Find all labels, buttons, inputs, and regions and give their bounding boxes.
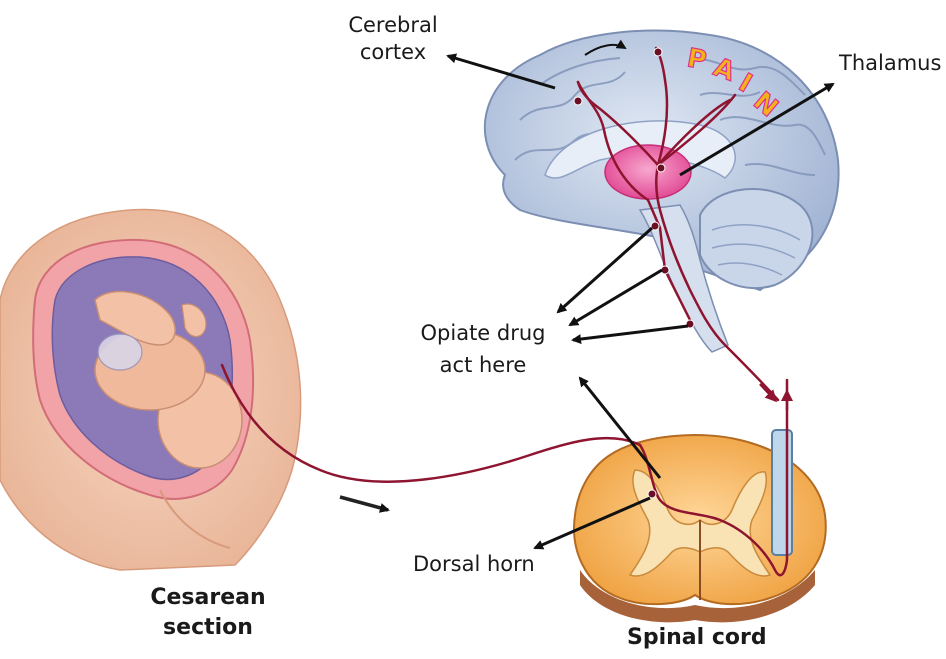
brain-illustration <box>485 31 839 352</box>
label-cerebral-cortex: Cerebral cortex <box>338 12 448 66</box>
label-opiate-line1: Opiate drug <box>408 320 558 347</box>
label-cesarean-section: Cesarean section <box>148 583 268 643</box>
label-cesarean-line2: section <box>148 613 268 643</box>
arrow-opiate-3 <box>573 326 688 340</box>
label-cesarean-line1: Cesarean <box>148 583 268 613</box>
label-thalamus: Thalamus <box>839 50 941 77</box>
label-cerebral-line1: Cerebral <box>338 12 448 39</box>
tract-arrow-2 <box>760 384 775 400</box>
cesarean-illustration <box>0 210 301 570</box>
label-spinal-cord: Spinal cord <box>627 624 767 651</box>
label-dorsal-horn: Dorsal horn <box>413 551 535 578</box>
label-opiate-line2: act here <box>408 352 558 379</box>
direction-arrow <box>340 497 388 510</box>
spinal-tube <box>772 430 792 555</box>
label-cerebral-line2: cortex <box>338 39 448 66</box>
arrow-opiate-1 <box>558 228 652 312</box>
label-opiate-drug: Opiate drug act here <box>408 320 558 379</box>
arrow-opiate-2 <box>570 270 662 325</box>
cerebellum <box>700 189 812 288</box>
